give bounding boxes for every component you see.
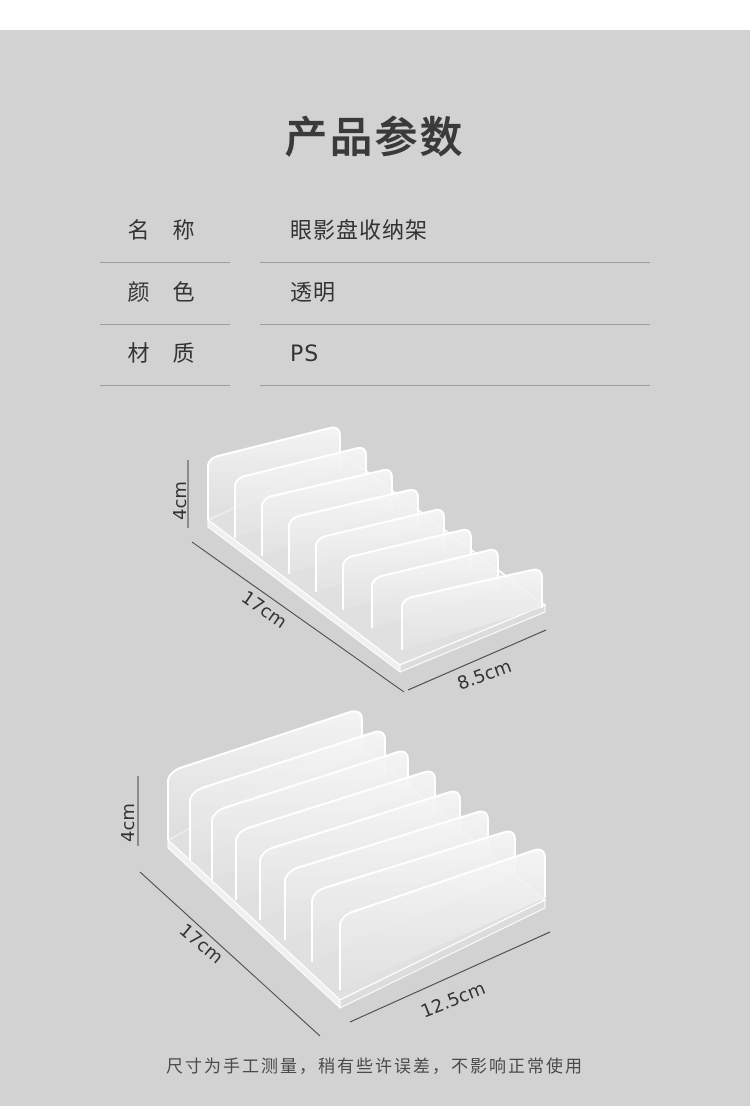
spec-label: 名 称 [127,219,203,244]
product-illustration-small: 4cm 17cm 8.5cm [170,426,547,695]
product-illustration-large: 4cm 17cm 12.5cm [118,710,551,1037]
dimension-lines [137,776,551,1037]
divider [260,324,650,325]
dimension-lines [187,460,547,693]
divider [100,262,230,263]
width-label: 8.5cm [455,656,515,695]
height-label: 4cm [118,803,139,842]
spec-row-color: 颜 色 透明 [0,264,750,326]
top-band [0,0,750,30]
spec-value: 透明 [290,281,337,306]
footnote: 尺寸为手工测量，稍有些许误差，不影响正常使用 [166,1057,584,1077]
spec-label: 材 质 [127,342,203,367]
height-label: 4cm [170,481,191,520]
spec-row-material: 材 质 PS [0,325,750,387]
divider [100,324,230,325]
divider [260,385,650,386]
rack-dividers [167,710,546,990]
spec-value: 眼影盘收纳架 [290,219,429,244]
divider [260,262,650,263]
page-title: 产品参数 [284,113,465,162]
divider [100,385,230,386]
length-label: 17cm [237,587,290,633]
spec-label: 颜 色 [127,281,203,306]
spec-row-name: 名 称 眼影盘收纳架 [0,202,750,264]
rack-dividers [207,426,543,650]
width-label: 12.5cm [418,978,488,1023]
spec-value: PS [290,342,320,367]
